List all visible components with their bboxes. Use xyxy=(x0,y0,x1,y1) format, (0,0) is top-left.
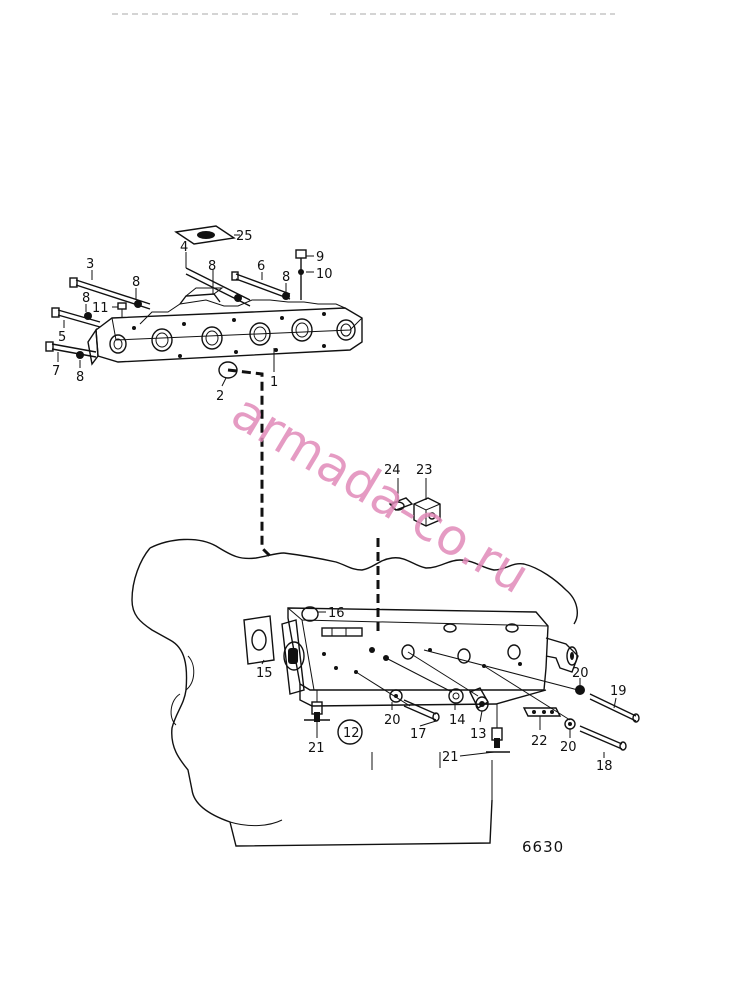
callout-4: 4 xyxy=(180,240,188,255)
drain-plug-21-left xyxy=(304,690,330,722)
callout-18: 18 xyxy=(596,759,613,774)
callout-6: 6 xyxy=(257,259,265,274)
callout-8-left: 8 xyxy=(132,275,140,290)
callout-8-bottom: 8 xyxy=(76,370,84,385)
callout-19: 19 xyxy=(610,684,627,699)
callout-20-left: 20 xyxy=(384,713,401,728)
callout-21-left: 21 xyxy=(308,741,325,756)
callout-13: 13 xyxy=(470,727,487,742)
manifold-fasteners xyxy=(45,249,314,359)
callout-8-top: 8 xyxy=(208,259,216,274)
callout-8-right: 8 xyxy=(282,270,290,285)
callout-labels: 25 4 9 10 3 6 8 8 8 8 11 5 7 8 2 1 24 23… xyxy=(52,229,627,774)
alignment-lines xyxy=(227,368,380,636)
callout-25: 25 xyxy=(236,229,253,244)
callout-22: 22 xyxy=(531,734,548,749)
leader-lines xyxy=(57,252,617,758)
bracket-23 xyxy=(388,497,441,527)
callout-21-right: 21 xyxy=(442,750,459,765)
callout-11: 11 xyxy=(92,301,109,316)
callout-7: 7 xyxy=(52,364,60,379)
part-12-callout-circle xyxy=(337,719,363,745)
engine-block xyxy=(131,538,578,847)
figure-number: 6630 xyxy=(522,838,564,856)
callout-9: 9 xyxy=(316,250,324,265)
callout-24: 24 xyxy=(384,463,401,478)
callout-8-far-left: 8 xyxy=(82,291,90,306)
callout-12: 12 xyxy=(343,726,360,741)
callout-16: 16 xyxy=(328,606,345,621)
exhaust-manifold xyxy=(87,287,363,366)
callout-5: 5 xyxy=(58,330,66,345)
callout-20-upper: 20 xyxy=(572,666,589,681)
callout-15: 15 xyxy=(256,666,273,681)
manifold-bolts xyxy=(355,649,640,751)
gasket-15 xyxy=(243,615,275,665)
callout-20-lower: 20 xyxy=(560,740,577,755)
callout-2: 2 xyxy=(216,389,224,404)
callout-23: 23 xyxy=(416,463,433,478)
callout-1: 1 xyxy=(270,375,278,390)
watermark: armada-co.ru xyxy=(222,383,539,605)
callout-3: 3 xyxy=(86,257,94,272)
callout-17: 17 xyxy=(410,727,427,742)
callout-14: 14 xyxy=(449,713,466,728)
callout-10: 10 xyxy=(316,267,333,282)
o-ring-16 xyxy=(301,606,319,622)
lower-manifold xyxy=(281,607,579,707)
drain-plug-21-right xyxy=(486,704,510,753)
gasket-25 xyxy=(174,225,240,245)
